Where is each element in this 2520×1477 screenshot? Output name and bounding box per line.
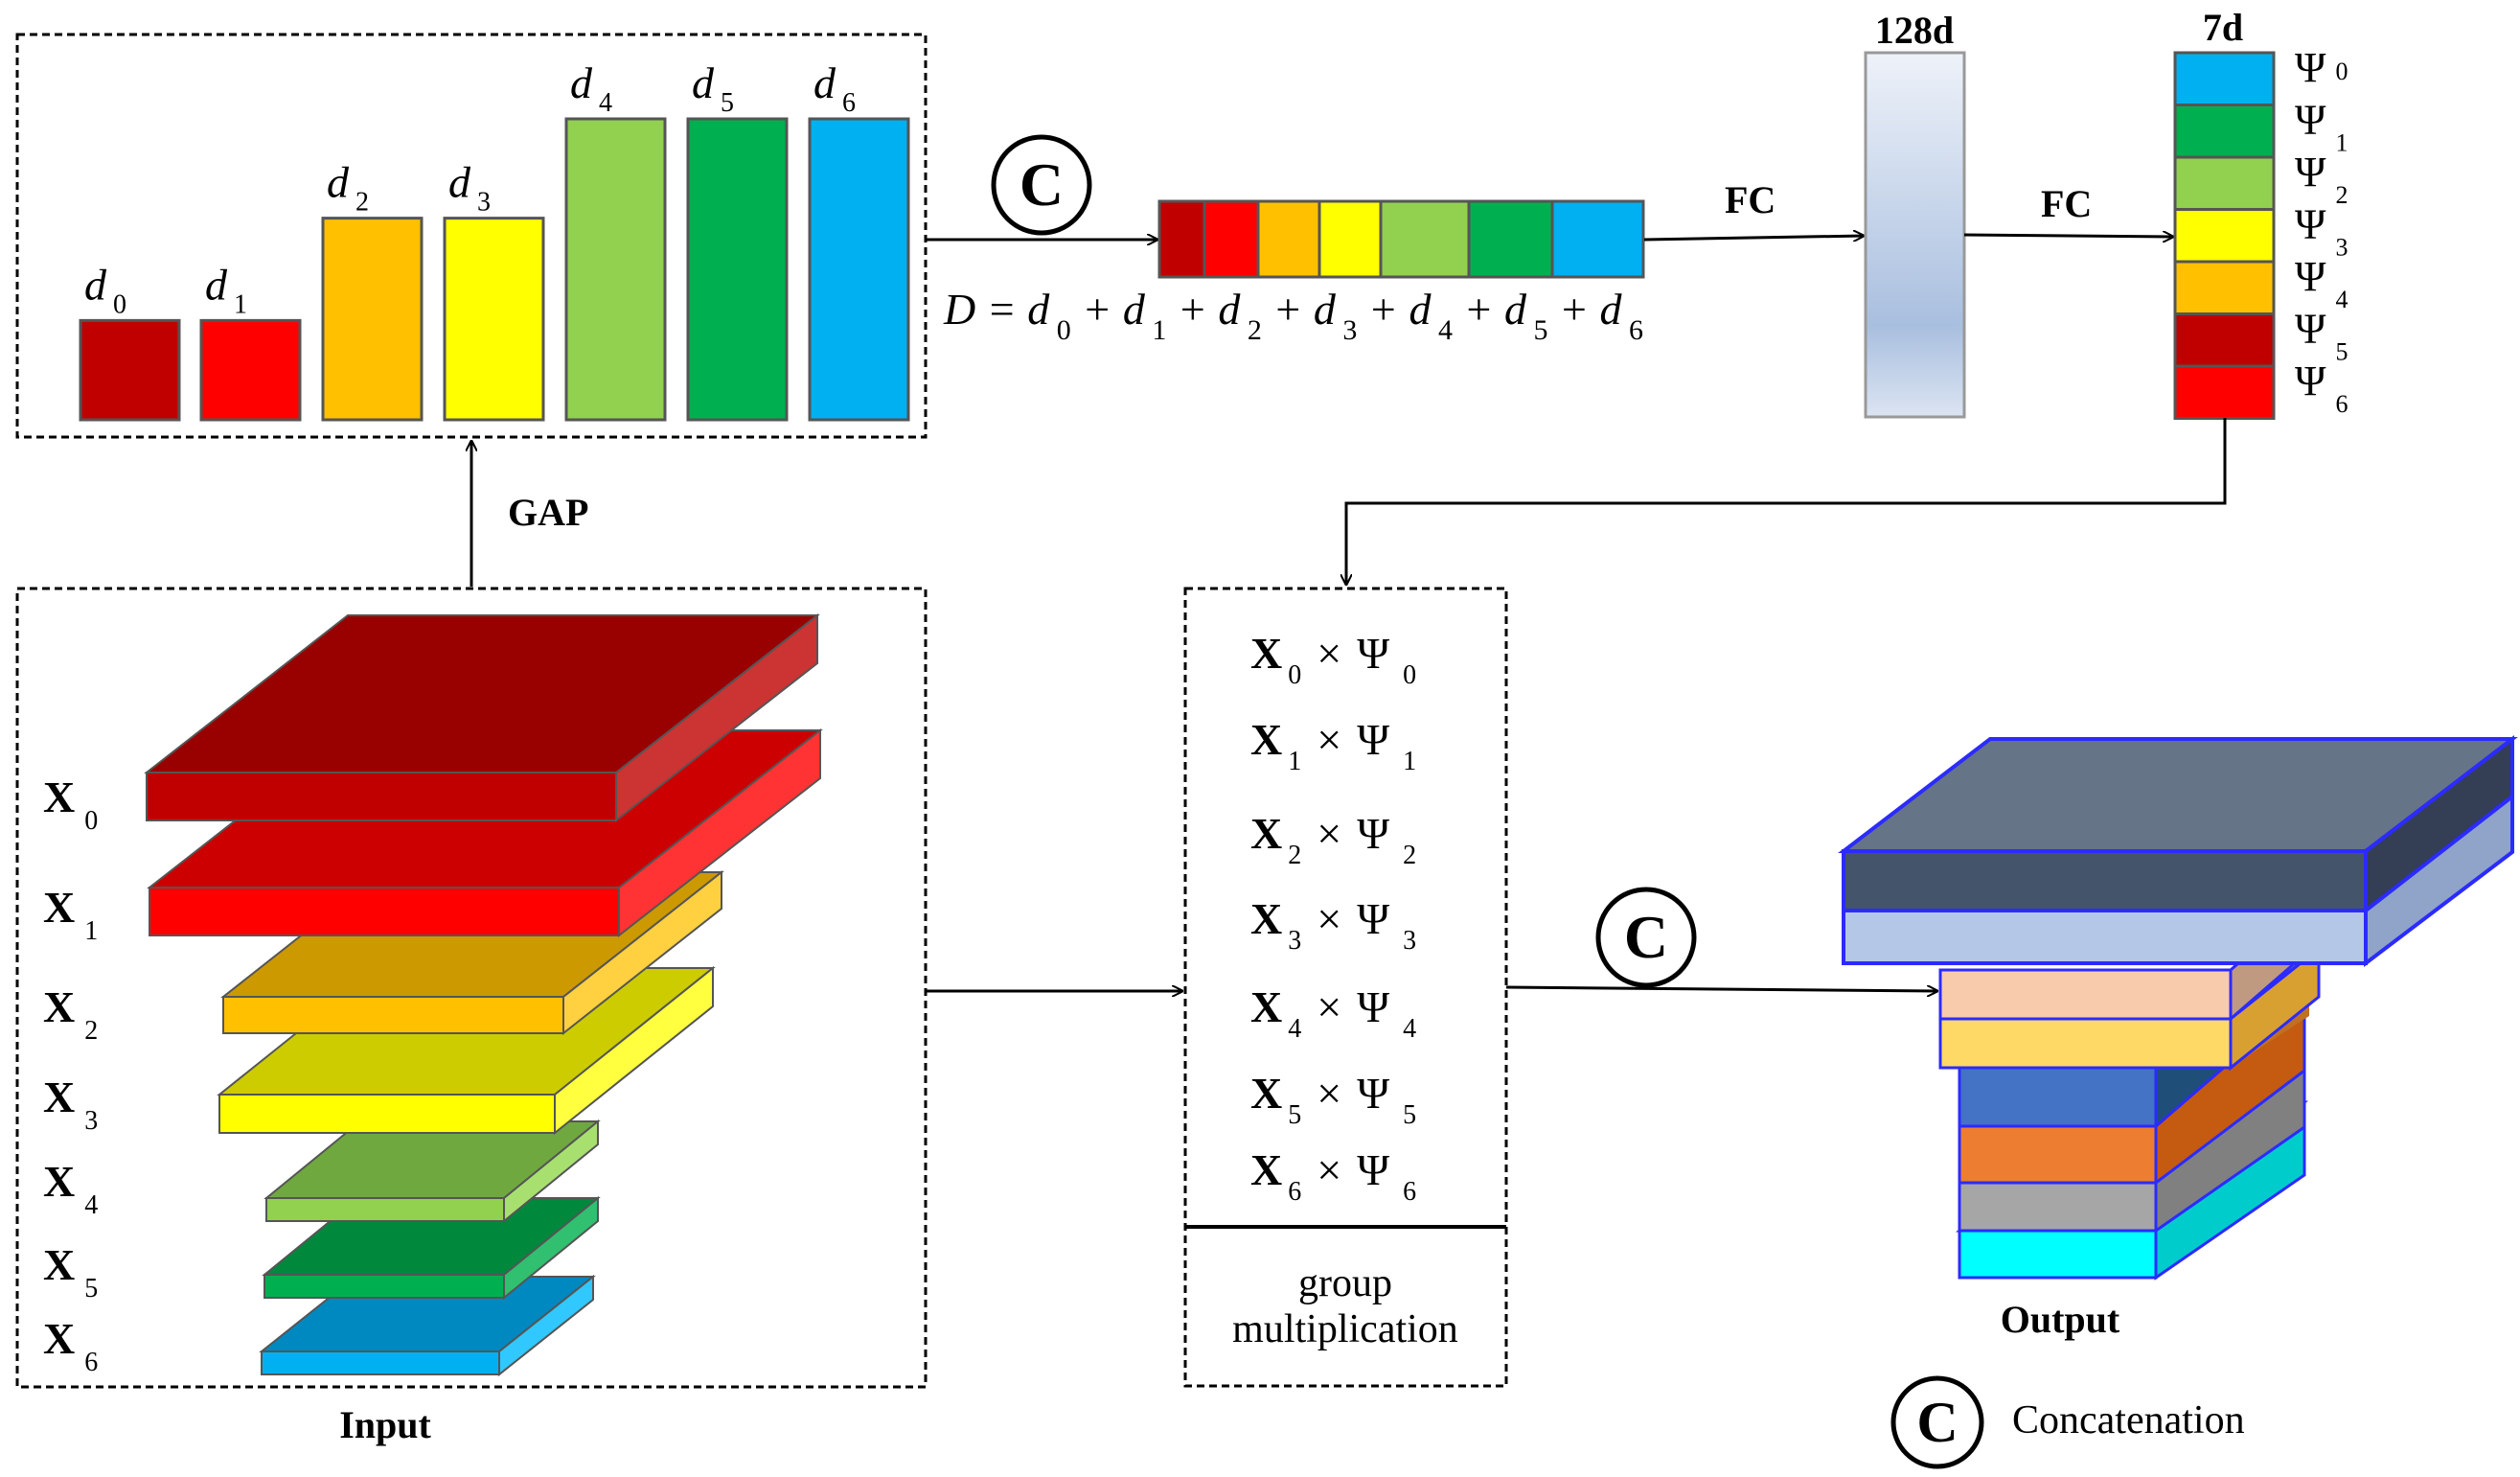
concat-segment-6 bbox=[1550, 199, 1645, 279]
psi-cell-3 bbox=[2173, 208, 2276, 264]
gap-label: GAP bbox=[508, 491, 588, 534]
output-caption: Output bbox=[2001, 1298, 2120, 1341]
pooled-bar-4 bbox=[564, 117, 667, 422]
psi-cell-6 bbox=[2173, 364, 2276, 420]
concat-symbol-top: C bbox=[991, 134, 1092, 236]
psi-cell-2 bbox=[2173, 155, 2276, 211]
pooled-descriptor-box bbox=[15, 33, 928, 439]
fc-arrow-2 bbox=[1963, 235, 2173, 237]
output-dim-label: 7d bbox=[2203, 6, 2243, 49]
pooled-bar-label-2: d 2 bbox=[327, 158, 369, 218]
fc-arrow-1 bbox=[1643, 236, 1864, 240]
fc-label-1: FC bbox=[1725, 178, 1775, 221]
concatenated-vector bbox=[1157, 199, 1645, 279]
concat-segment-2 bbox=[1256, 199, 1321, 279]
svg-text:C: C bbox=[1916, 1391, 1958, 1454]
fc-label-2: FC bbox=[2041, 182, 2092, 225]
pooled-bar-6 bbox=[808, 117, 910, 422]
legend-concat-symbol: C bbox=[1890, 1375, 1984, 1469]
pooled-bar-label-5: d 5 bbox=[692, 58, 734, 118]
hidden-128d-block bbox=[1864, 51, 1966, 419]
concat-segment-3 bbox=[1317, 199, 1383, 279]
weights-to-group-arrow bbox=[1346, 418, 2227, 585]
concat-segment-5 bbox=[1467, 199, 1554, 279]
psi-cell-5 bbox=[2173, 312, 2276, 368]
pooled-bar-label-1: d 1 bbox=[205, 260, 247, 319]
pooled-bar-1 bbox=[199, 318, 302, 422]
input-box bbox=[15, 587, 928, 1389]
concat-segment-4 bbox=[1379, 199, 1471, 279]
group-caption-line1: group bbox=[1298, 1261, 1392, 1305]
psi-cell-1 bbox=[2173, 104, 2276, 159]
equation: D = d 0 + d 1 + d 2 + d 3 + d 4 + d 5 + … bbox=[943, 285, 1643, 346]
psi-cell-0 bbox=[2173, 51, 2276, 106]
legend-text: Concatenation bbox=[2012, 1398, 2245, 1442]
pooled-bar-2 bbox=[321, 217, 424, 422]
pooled-bar-label-0: d 0 bbox=[84, 260, 126, 319]
pooled-descriptor-bars: d 0 d 1 d 2 d 3 d 4 d 5 d 6 bbox=[79, 58, 910, 422]
concat-segment-0 bbox=[1157, 199, 1206, 279]
pooled-bar-label-3: d 3 bbox=[448, 158, 491, 218]
group-multiplication-box bbox=[1183, 587, 1508, 1388]
group-to-output-arrow bbox=[1505, 987, 1937, 991]
input-feature-slabs bbox=[144, 612, 823, 1377]
input-caption: Input bbox=[339, 1403, 431, 1446]
psi-cell-4 bbox=[2173, 260, 2276, 315]
pooled-bar-0 bbox=[79, 318, 181, 422]
concat-segment-1 bbox=[1203, 199, 1260, 279]
pooled-bar-label-4: d 4 bbox=[570, 58, 612, 118]
pooled-bar-3 bbox=[443, 217, 545, 422]
group-caption-line2: multiplication bbox=[1232, 1307, 1458, 1351]
input-slab-0 bbox=[144, 612, 820, 823]
pooled-bar-label-6: d 6 bbox=[813, 58, 856, 118]
svg-text:C: C bbox=[1624, 903, 1668, 971]
input-slab-4 bbox=[263, 1119, 601, 1224]
hidden-dim-label: 128d bbox=[1875, 9, 1954, 52]
output-stack bbox=[1838, 734, 2518, 1281]
pooled-bar-5 bbox=[686, 117, 789, 422]
svg-text:C: C bbox=[1019, 150, 1064, 219]
concat-symbol-bottom: C bbox=[1595, 887, 1697, 988]
